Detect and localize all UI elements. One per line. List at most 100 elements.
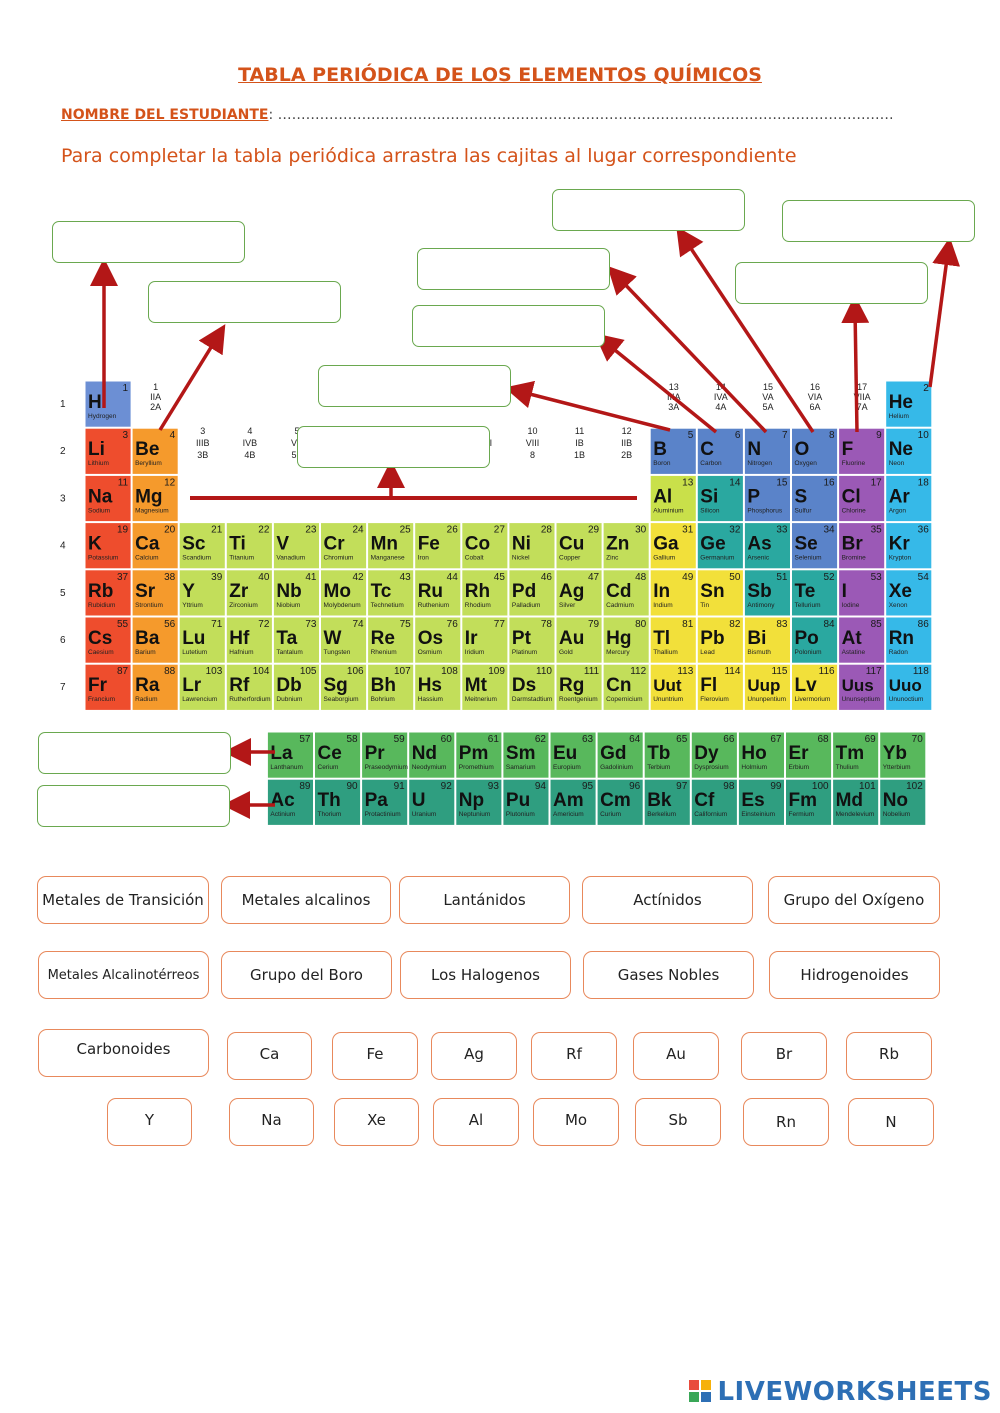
element-name: Meitnerium xyxy=(465,696,497,703)
tile-mo[interactable]: Mo xyxy=(533,1098,619,1146)
tile-actinidos[interactable]: Actínidos xyxy=(582,876,753,924)
tile-au[interactable]: Au xyxy=(633,1032,719,1080)
drop-zone-group17[interactable] xyxy=(735,262,928,304)
element-number: 3 xyxy=(123,430,129,441)
tile-al[interactable]: Al xyxy=(433,1098,519,1146)
drop-zone-group13[interactable] xyxy=(318,365,511,407)
tile-br[interactable]: Br xyxy=(741,1032,827,1080)
drop-zone-group15[interactable] xyxy=(417,248,610,290)
element-name: Tungsten xyxy=(324,649,351,656)
tile-gases-nobles[interactable]: Gases Nobles xyxy=(583,951,754,999)
element-name: Einsteinium xyxy=(741,811,775,818)
tile-xe[interactable]: Xe xyxy=(334,1098,419,1146)
element-cell xyxy=(314,778,362,826)
tile-fe[interactable]: Fe xyxy=(332,1032,418,1080)
tile-hidrogenoides[interactable]: Hidrogenoides xyxy=(769,951,940,999)
drop-zone-actinides[interactable] xyxy=(37,785,230,827)
tile-ca[interactable]: Ca xyxy=(227,1032,312,1080)
tile-sb[interactable]: Sb xyxy=(635,1098,721,1146)
tile-n[interactable]: N xyxy=(848,1098,934,1146)
element-number: 14 xyxy=(729,477,741,488)
drop-zone-group1[interactable] xyxy=(52,221,245,263)
element-name: Livermorium xyxy=(795,696,831,703)
tile-grupo-oxigeno[interactable]: Grupo del Oxígeno xyxy=(768,876,940,924)
element-name: Antimony xyxy=(747,602,775,609)
drop-zone-group18[interactable] xyxy=(782,200,975,242)
tile-lantanidos[interactable]: Lantánidos xyxy=(399,876,570,924)
tile-metales-alcalinos[interactable]: Metales alcalinos xyxy=(221,876,391,924)
element-cell xyxy=(314,731,362,779)
element-cell xyxy=(272,663,320,711)
element-number: 39 xyxy=(211,572,223,583)
tile-rn[interactable]: Rn xyxy=(743,1098,829,1146)
drop-zone-lanthanides[interactable] xyxy=(38,732,231,774)
element-cell xyxy=(178,616,226,664)
element-number: 115 xyxy=(772,666,788,677)
tile-halogenos[interactable]: Los Halogenos xyxy=(400,951,571,999)
element-cell xyxy=(743,616,792,664)
tile-metales-transicion[interactable]: Metales de Transición xyxy=(37,876,209,924)
element-symbol: Li xyxy=(88,439,105,460)
element-name: Nitrogen xyxy=(747,460,772,467)
tile-y[interactable]: Y xyxy=(107,1098,192,1146)
element-number: 95 xyxy=(582,781,594,792)
tile-na[interactable]: Na xyxy=(229,1098,314,1146)
element-symbol: Na xyxy=(88,486,113,507)
element-symbol: Os xyxy=(418,628,443,649)
element-symbol: Ar xyxy=(889,486,911,507)
tile-rb[interactable]: Rb xyxy=(846,1032,932,1080)
element-symbol: Ne xyxy=(889,439,913,460)
drop-zone-group14[interactable] xyxy=(412,305,605,347)
element-number: 55 xyxy=(117,619,129,630)
element-number: 110 xyxy=(536,666,552,677)
element-name: Carbon xyxy=(700,460,722,467)
element-cell xyxy=(414,616,462,664)
tile-alcalinoterreos[interactable]: Metales Alcalinotérreos xyxy=(38,951,209,999)
element-cell xyxy=(508,522,556,570)
element-symbol: W xyxy=(324,628,342,649)
element-symbol: Ba xyxy=(135,628,160,649)
element-cell xyxy=(178,522,226,570)
element-name: Terbium xyxy=(647,764,670,771)
element-name: Seaborgium xyxy=(324,696,359,703)
group-label-16: 6A xyxy=(810,402,821,412)
element-number: 38 xyxy=(164,572,176,583)
drop-zone-transition[interactable] xyxy=(297,426,490,468)
element-number: 76 xyxy=(447,619,459,630)
element-name: Dubnium xyxy=(276,696,302,703)
element-cell xyxy=(84,427,132,475)
element-cell xyxy=(320,616,368,664)
element-cell xyxy=(555,569,603,617)
tile-carbonoides[interactable]: Carbonoides xyxy=(38,1029,209,1077)
element-number: 31 xyxy=(682,525,694,536)
drop-zone-group2[interactable] xyxy=(148,281,341,323)
tile-grupo-boro[interactable]: Grupo del Boro xyxy=(221,951,392,999)
element-cell xyxy=(408,731,456,779)
element-number: 35 xyxy=(871,525,883,536)
element-cell xyxy=(549,778,597,826)
arrow-group17 xyxy=(841,295,870,433)
element-cell xyxy=(832,731,880,779)
tile-ag[interactable]: Ag xyxy=(431,1032,517,1080)
element-cell xyxy=(838,522,886,570)
element-number: 34 xyxy=(823,525,835,536)
tile-rf[interactable]: Rf xyxy=(531,1032,617,1080)
drop-zone-group16[interactable] xyxy=(552,189,745,231)
element-symbol: Cn xyxy=(606,675,631,696)
